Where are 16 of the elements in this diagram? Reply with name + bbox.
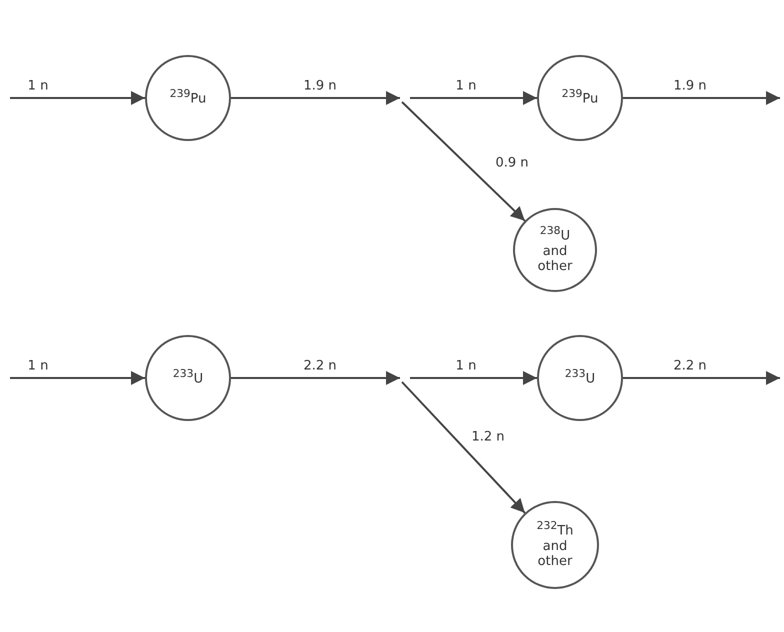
neutron-arrow [401,101,526,222]
neutron-arrow [10,91,145,105]
neutron-arrow [10,371,145,385]
neutron-arrow [623,91,780,105]
neutron-arrow [623,371,780,385]
isotope-label: $^{238}$U and other [536,225,574,275]
neutron-arrow [231,371,400,385]
isotope-label: $^{232}$Th and other [536,520,574,570]
isotope-label: $^{239}$Pu [560,88,600,108]
neutron-arrow [410,91,537,105]
neutron-arrow [401,381,526,514]
isotope-label: $^{233}$U [564,368,596,388]
neutron-arrow [410,371,537,385]
isotope-label: $^{239}$Pu [168,88,208,108]
isotope-label: $^{233}$U [172,368,204,388]
neutron-arrow [231,91,400,105]
